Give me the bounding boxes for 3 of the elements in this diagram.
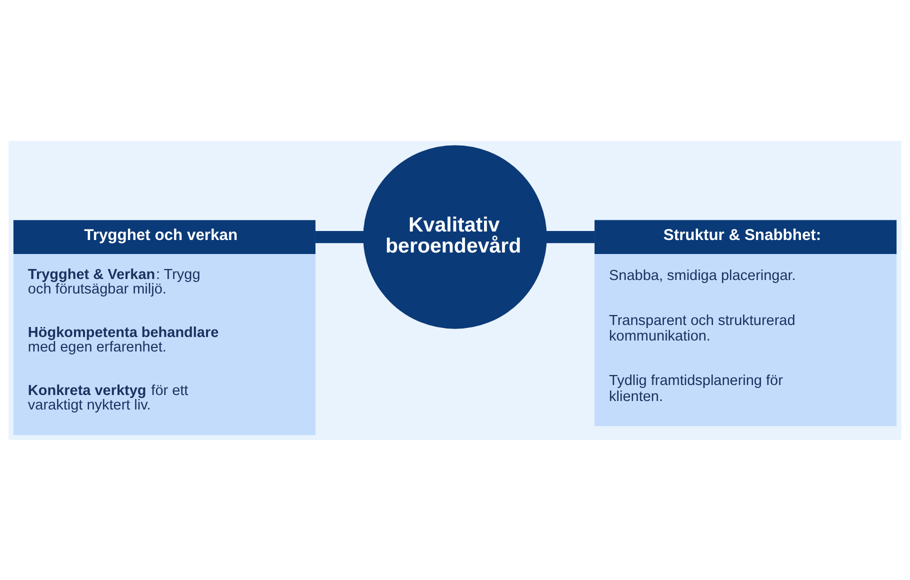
connector xyxy=(315,230,364,243)
connector xyxy=(546,230,595,243)
node-circle: Kvalitativ beroendevård xyxy=(363,144,547,328)
